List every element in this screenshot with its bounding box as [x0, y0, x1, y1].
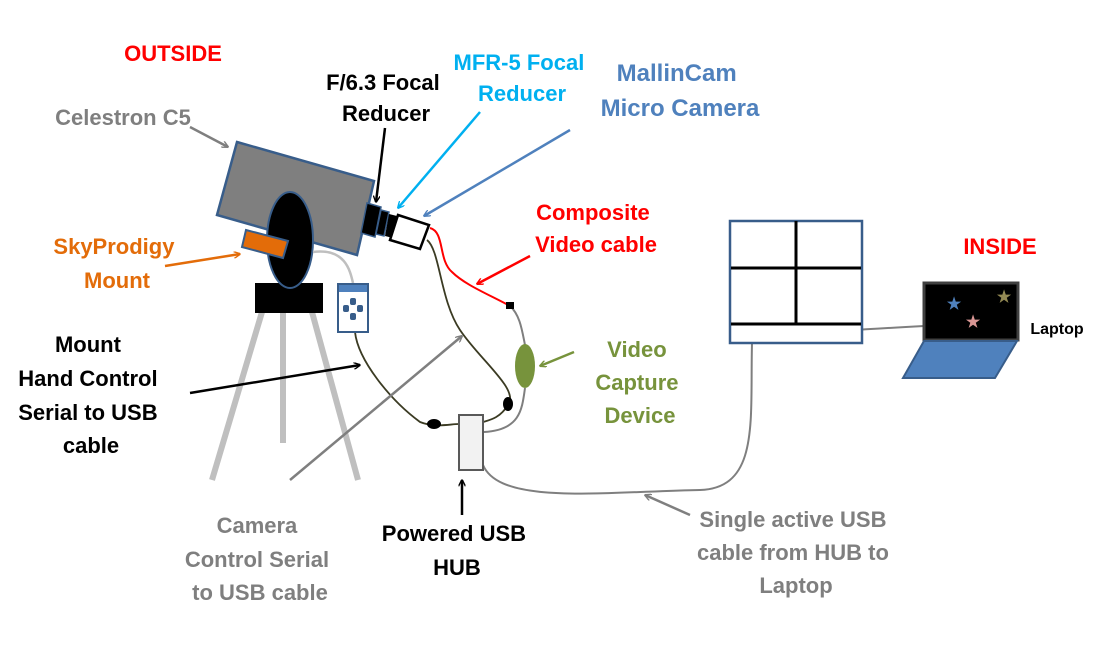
skyprodigy-mount-block: [240, 228, 290, 260]
arrow-video-capture: [540, 350, 575, 366]
star-icon: ★: [997, 289, 1012, 306]
house-window: [728, 219, 864, 345]
arrow-skyprodigy: [164, 254, 240, 268]
arrow-mallincam: [424, 128, 571, 216]
arrow-mount-cable: [189, 365, 360, 395]
label-usb-cable: Single active USB cable from HUB to Lapt…: [697, 507, 895, 598]
label-skyprodigy: SkyProdigy Mount: [53, 234, 180, 293]
laptop-icon: ★ ★ ★: [901, 281, 1020, 379]
arrow-mfr5: [398, 111, 481, 208]
label-celestron: Celestron C5: [55, 105, 191, 130]
label-camera-cable: Camera Control Serial to USB cable: [185, 513, 335, 605]
camera-cable-connector: [503, 397, 513, 411]
label-composite: Composite Video cable: [535, 200, 657, 257]
mount-to-handcontrol-cable: [312, 250, 355, 284]
usb-hub: [458, 414, 484, 471]
star-icon: ★: [966, 314, 981, 331]
arrow-composite: [477, 254, 531, 286]
composite-connector: [506, 302, 514, 309]
hand-control-cable: [354, 331, 460, 427]
focal-reducer: [360, 202, 390, 238]
label-hub: Powered USB HUB: [382, 521, 532, 580]
hub-to-laptop-usb-cable: [482, 325, 925, 495]
label-focal-reducer: F/6.3 Focal Reducer: [326, 70, 446, 126]
label-laptop: Laptop: [1030, 321, 1084, 338]
label-video-capture: Video Capture Device: [595, 337, 684, 428]
camera-control-cable: [426, 239, 511, 423]
video-capture-device: [515, 344, 535, 388]
arrow-focal-reducer: [376, 127, 387, 202]
mallincam-camera: [388, 213, 431, 251]
tripod: [209, 311, 361, 481]
hand-control: [337, 283, 369, 333]
arrow-usb-cable: [645, 495, 691, 517]
label-mount-cable: Mount Hand Control Serial to USB cable: [18, 332, 164, 458]
mount-cable-connector: [427, 419, 441, 429]
star-icon: ★: [947, 296, 962, 313]
arrow-camera-cable: [289, 336, 462, 481]
arrow-celestron: [189, 125, 228, 149]
label-mallincam: MallinCam Micro Camera: [601, 60, 760, 122]
composite-video-cable: [429, 227, 511, 307]
label-outside: OUTSIDE: [124, 41, 222, 66]
label-mfr5: MFR-5 Focal Reducer: [454, 50, 591, 106]
label-inside: INSIDE: [963, 234, 1036, 259]
